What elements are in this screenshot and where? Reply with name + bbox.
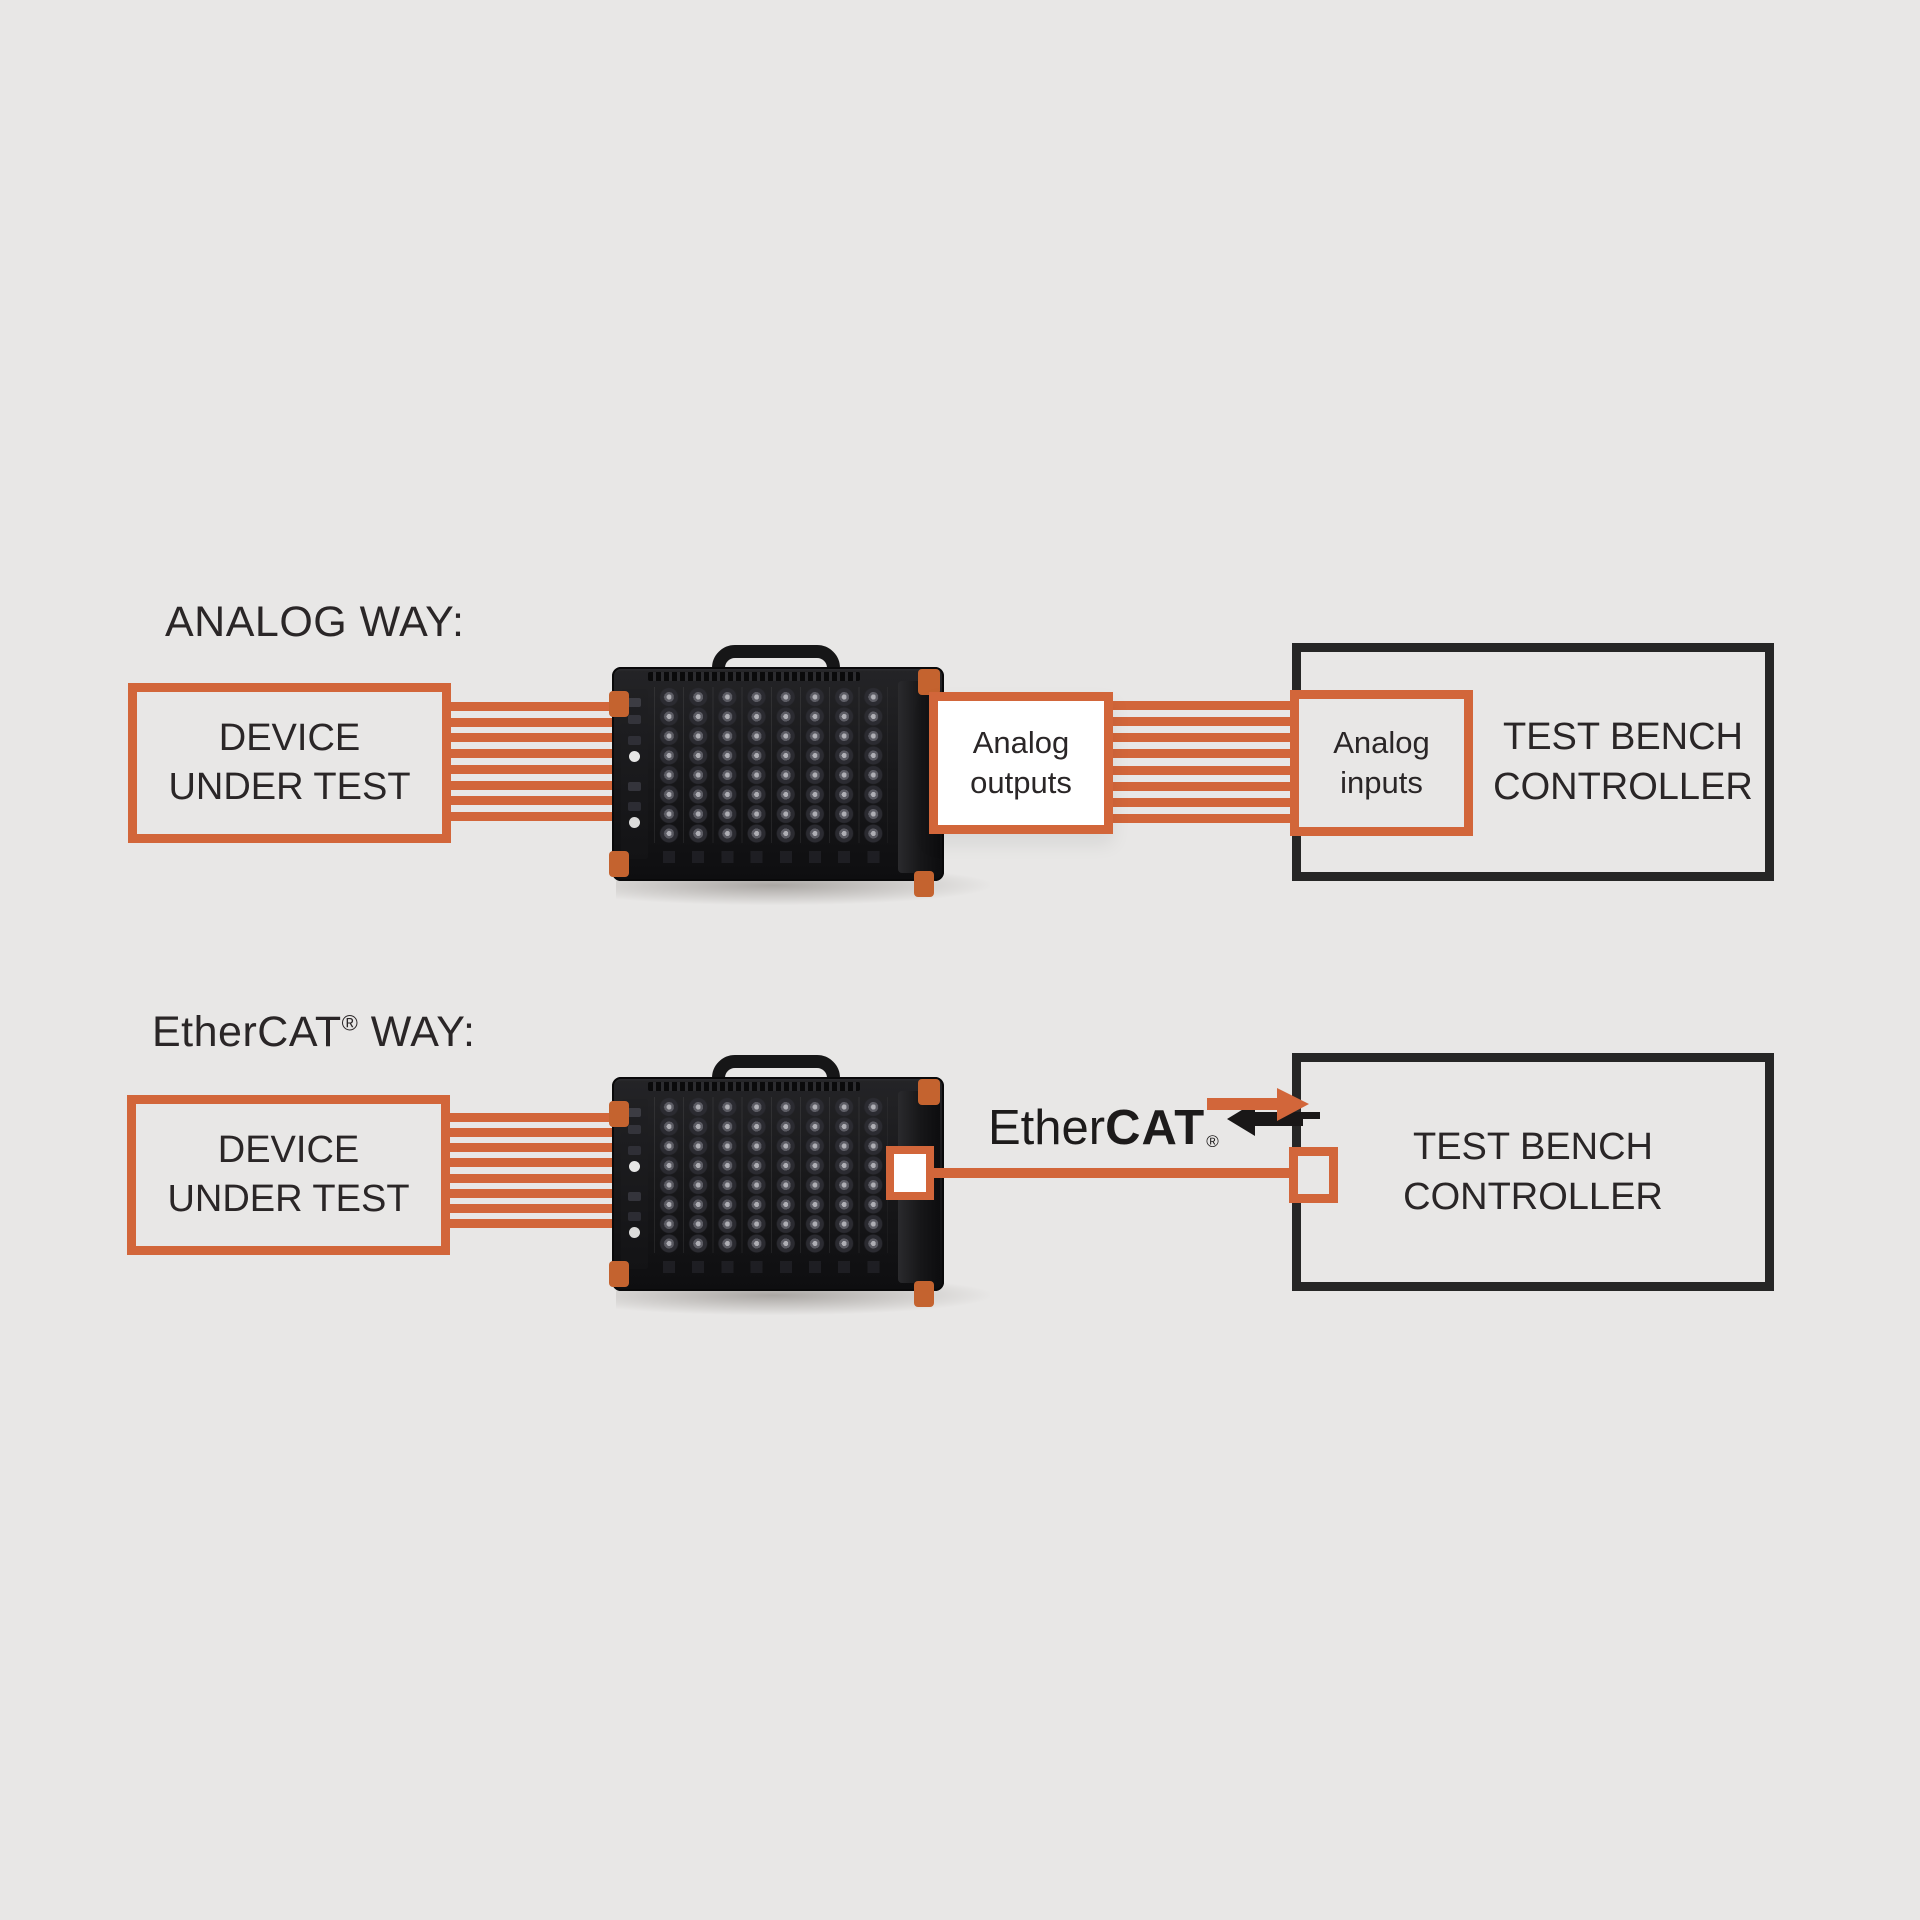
- wire-line: [448, 1203, 662, 1213]
- analog-inputs-box: Analog inputs: [1290, 690, 1473, 836]
- wire-line: [448, 1173, 662, 1183]
- device-controller-module: [621, 1099, 648, 1269]
- wire-bundle-outputs-to-inputs: [1111, 701, 1294, 823]
- analog-inputs-line1: Analog: [1333, 725, 1430, 760]
- dut-line2: UNDER TEST: [167, 1178, 410, 1220]
- wire-line: [448, 1158, 662, 1168]
- wire-line: [448, 733, 662, 743]
- device-connector-grid: [654, 687, 888, 843]
- device-corner-bumper: [914, 1281, 934, 1307]
- ethercat-cable-line: [930, 1168, 1294, 1178]
- dut-line1: DEVICE: [217, 1129, 360, 1171]
- controller-line2: CONTROLLER: [1493, 766, 1753, 808]
- analog-outputs-line1: Analog: [972, 725, 1070, 760]
- wire-line: [448, 1143, 662, 1153]
- ethercat-way-label-sup: ®: [341, 1010, 359, 1036]
- wire-bundle-dut-to-device-ethercat: [448, 1113, 662, 1228]
- ethercat-arrows-icon: [1206, 1088, 1320, 1136]
- device-controller-module: [621, 689, 648, 859]
- analog-inputs-line2: inputs: [1340, 765, 1423, 800]
- device-corner-bumper: [914, 871, 934, 897]
- analog-way-label-text: ANALOG WAY:: [165, 598, 465, 646]
- wire-line: [1111, 797, 1294, 807]
- wire-line: [1111, 781, 1294, 791]
- ethercat-logo-bold: CAT: [1105, 1101, 1206, 1155]
- test-bench-controller-label-ethercat: TEST BENCH CONTROLLER: [1292, 1053, 1774, 1291]
- ethercat-port-device: [886, 1146, 934, 1200]
- analog-outputs-line2: outputs: [970, 765, 1072, 800]
- wire-line: [448, 796, 662, 806]
- controller-line2: CONTROLLER: [1403, 1176, 1663, 1218]
- device-module-labels: [654, 1261, 888, 1273]
- ethercat-way-label-post: WAY:: [358, 1008, 476, 1056]
- ethercat-logo-registered: ®: [1206, 1132, 1219, 1151]
- test-bench-controller-label-analog: TEST BENCH CONTROLLER: [1473, 643, 1773, 881]
- wire-line: [448, 717, 662, 727]
- wire-line: [1111, 813, 1294, 823]
- device-module-labels: [654, 851, 888, 863]
- wire-line: [448, 1188, 662, 1198]
- wire-line: [1111, 733, 1294, 743]
- ethercat-logo-regular: Ether: [988, 1101, 1106, 1155]
- device-corner-bumper: [609, 1261, 629, 1287]
- controller-line1: TEST BENCH: [1412, 1126, 1653, 1168]
- wire-line: [448, 702, 662, 711]
- wire-line: [448, 749, 662, 759]
- ethercat-port-controller: [1289, 1147, 1338, 1203]
- ethercat-way-label: EtherCAT® WAY:: [152, 1008, 476, 1057]
- wire-line: [448, 811, 662, 821]
- wire-line: [448, 1113, 662, 1122]
- controller-line1: TEST BENCH: [1502, 716, 1743, 758]
- device-vents: [648, 672, 860, 681]
- wire-line: [448, 1128, 662, 1138]
- device-corner-bumper: [609, 691, 629, 717]
- analog-way-label: ANALOG WAY:: [165, 598, 464, 647]
- device-corner-bumper: [609, 1101, 629, 1127]
- wire-line: [1111, 749, 1294, 759]
- wire-line: [448, 780, 662, 790]
- analog-outputs-box: Analog outputs: [929, 692, 1113, 834]
- dut-line2: UNDER TEST: [168, 766, 411, 808]
- wire-line: [448, 764, 662, 774]
- wire-bundle-dut-to-device-analog: [448, 702, 662, 821]
- wire-line: [1111, 765, 1294, 775]
- device-under-test-box-ethercat: DEVICE UNDER TEST: [127, 1095, 450, 1255]
- ethercat-way-label-text: EtherCAT: [152, 1008, 342, 1056]
- device-connector-grid: [654, 1097, 888, 1253]
- device-corner-bumper: [609, 851, 629, 877]
- wire-line: [448, 1218, 662, 1228]
- device-under-test-box-analog: DEVICE UNDER TEST: [128, 683, 451, 843]
- device-corner-bumper: [918, 1079, 940, 1105]
- wire-line: [1111, 701, 1294, 710]
- wire-line: [1111, 717, 1294, 727]
- device-corner-bumper: [918, 669, 940, 695]
- dut-line1: DEVICE: [218, 717, 361, 759]
- device-vents: [648, 1082, 860, 1091]
- daq-device-image-analog: [609, 645, 990, 905]
